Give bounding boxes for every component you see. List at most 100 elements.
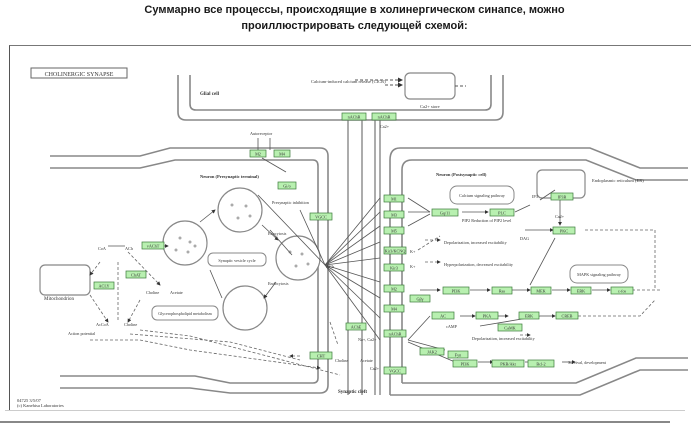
svg-text:PI3K: PI3K (452, 289, 461, 294)
svg-text:PKB/Akt: PKB/Akt (500, 362, 516, 367)
diagram-frame (9, 45, 691, 411)
gene-m3: M3 (383, 210, 405, 219)
diagram-id: 04725 3/5/07 (17, 398, 42, 403)
svg-text:Gq/11: Gq/11 (440, 211, 450, 216)
gene-creb: CREB (555, 311, 579, 320)
gene-gbg: Gβγ (409, 294, 431, 303)
gene-kcnq: Kir3/KCNQ (383, 246, 407, 255)
svg-text:K+: K+ (410, 264, 416, 269)
svg-text:VGCC: VGCC (389, 369, 401, 374)
svg-text:PI3K: PI3K (461, 362, 470, 367)
diagram-title-text: CHOLINERGIC SYNAPSE (45, 72, 114, 78)
gene-plc: PLC (489, 208, 515, 217)
svg-text:Choline: Choline (124, 322, 137, 327)
svg-text:M4: M4 (279, 152, 286, 157)
gene-mek: MEK (530, 286, 552, 295)
svg-text:MEK: MEK (536, 289, 545, 294)
svg-text:ACh: ACh (125, 246, 134, 251)
svg-text:ACh: ACh (326, 264, 335, 269)
svg-text:Survival, development: Survival, development (568, 360, 607, 366)
svg-text:ChAT: ChAT (131, 273, 141, 278)
gene-vgcc: VGCC (309, 212, 333, 221)
svg-text:nAChR: nAChR (378, 115, 391, 120)
gene-nachr-post: nAChR (383, 329, 407, 338)
svg-text:Ca2+: Ca2+ (555, 214, 565, 219)
gene-m1: M1 (383, 194, 405, 203)
svg-text:JAK2: JAK2 (427, 350, 437, 355)
svg-text:nAChR: nAChR (348, 115, 361, 120)
vesicle-cycle-box (207, 252, 267, 267)
gene-ache: AChE (345, 322, 367, 331)
gene-m4: M4 (273, 149, 291, 158)
svg-text:CREB: CREB (562, 314, 573, 319)
gene-boxes: nAChR nAChR M2 M4 Gi/o VGCC vAChT ChAT A… (93, 112, 634, 375)
svg-text:CoA: CoA (98, 246, 106, 251)
gene-pi3k: PI3K (442, 286, 470, 295)
gene-nachr-glia: nAChR (341, 112, 367, 121)
caption-line-1: Суммарно все процессы, происходящие в хо… (144, 4, 565, 16)
svg-text:vAChT: vAChT (147, 244, 160, 249)
vesicles (162, 187, 321, 331)
svg-text:ERK: ERK (525, 314, 533, 319)
svg-text:Kir3: Kir3 (390, 266, 398, 271)
gene-kir3: Kir3 (383, 263, 405, 272)
mapk-pathway-box (569, 264, 629, 284)
svg-text:Kir3/KCNQ: Kir3/KCNQ (385, 249, 406, 254)
svg-text:cAMP: cAMP (446, 324, 458, 329)
page-divider (0, 421, 670, 423)
vesicle-dots (174, 203, 310, 268)
glial-cell (177, 75, 504, 121)
dashed-edges (89, 229, 660, 376)
gene-bcl2: Bcl-2 (527, 359, 555, 368)
svg-text:Acetate: Acetate (170, 290, 183, 295)
diagram-title: CHOLINERGIC SYNAPSE (30, 67, 128, 79)
svg-text:DAG: DAG (520, 236, 529, 241)
mapk-pathway-label: MAPK signaling pathway (577, 272, 622, 277)
gene-ip3r: IP3R (550, 192, 574, 201)
svg-text:IP3: IP3 (532, 194, 538, 199)
gene-akt: PKB/Akt (491, 359, 525, 368)
synaptic-cleft-label: Synaptic cleft (338, 390, 367, 395)
svg-text:M4: M4 (391, 307, 398, 312)
svg-text:VGCC: VGCC (315, 215, 327, 220)
page-caption: Суммарно все процессы, происходящие в хо… (0, 2, 699, 34)
svg-text:ACLY: ACLY (99, 284, 110, 289)
svg-text:Exocytosis: Exocytosis (268, 231, 287, 236)
svg-text:PKC: PKC (560, 229, 568, 234)
gene-nachr-glia-2: nAChR (371, 112, 397, 121)
svg-text:Presynaptic inhibition: Presynaptic inhibition (272, 200, 310, 205)
gene-m2: M2 (249, 149, 267, 158)
gene-erk: ERK (570, 286, 592, 295)
vesicle-cycle-label: Synaptic vesicle cycle (218, 258, 255, 263)
gene-vacht: vAChT (141, 241, 165, 250)
glycerophospholipid-label: Glycerophospholipid metabolism (158, 311, 212, 316)
gene-cfos: c-fos (610, 286, 634, 295)
svg-text:Ca2+: Ca2+ (370, 366, 380, 371)
postsynaptic-label: Neuron (Postsynaptic cell) (436, 172, 487, 177)
svg-text:Action potential: Action potential (68, 331, 96, 336)
gene-gi: Gi/o (277, 181, 297, 190)
svg-text:Ca2+: Ca2+ (380, 124, 390, 129)
svg-text:Fyn: Fyn (455, 353, 462, 358)
svg-text:CHT: CHT (317, 354, 326, 359)
calcium-pathway-label: Calcium signaling pathway (459, 193, 506, 198)
svg-text:PKA: PKA (483, 314, 491, 319)
svg-text:Autoreceptor: Autoreceptor (250, 131, 273, 136)
svg-text:PIP2 Reduction of PIP2 level: PIP2 Reduction of PIP2 level (462, 218, 512, 223)
svg-text:Hyperpolarization, decreased e: Hyperpolarization, decreased excitabilit… (444, 262, 514, 268)
svg-text:Na+, Ca2+: Na+, Ca2+ (358, 337, 377, 343)
svg-text:AC: AC (440, 314, 446, 319)
glial-cell-label: Glial cell (200, 92, 220, 97)
svg-text:Depolarization, increased exci: Depolarization, increased excitability (444, 240, 508, 246)
er-label: Endoplasmic reticulum (ER) (592, 178, 644, 183)
diagram-copyright: (c) Kanehisa Laboratories (17, 403, 64, 408)
svg-text:AChE: AChE (351, 325, 362, 330)
presynaptic-label: Neuron (Presynaptic terminal) (200, 174, 259, 179)
gene-vgcc-post: VGCC (383, 366, 407, 375)
svg-text:Acetate: Acetate (360, 358, 373, 363)
svg-text:Choline: Choline (335, 358, 348, 363)
svg-text:K+: K+ (410, 249, 416, 254)
mitochondrion-label: Mitochondrion (44, 297, 74, 302)
mitochondrion-box (39, 264, 91, 296)
svg-text:AcCoA: AcCoA (96, 322, 109, 327)
